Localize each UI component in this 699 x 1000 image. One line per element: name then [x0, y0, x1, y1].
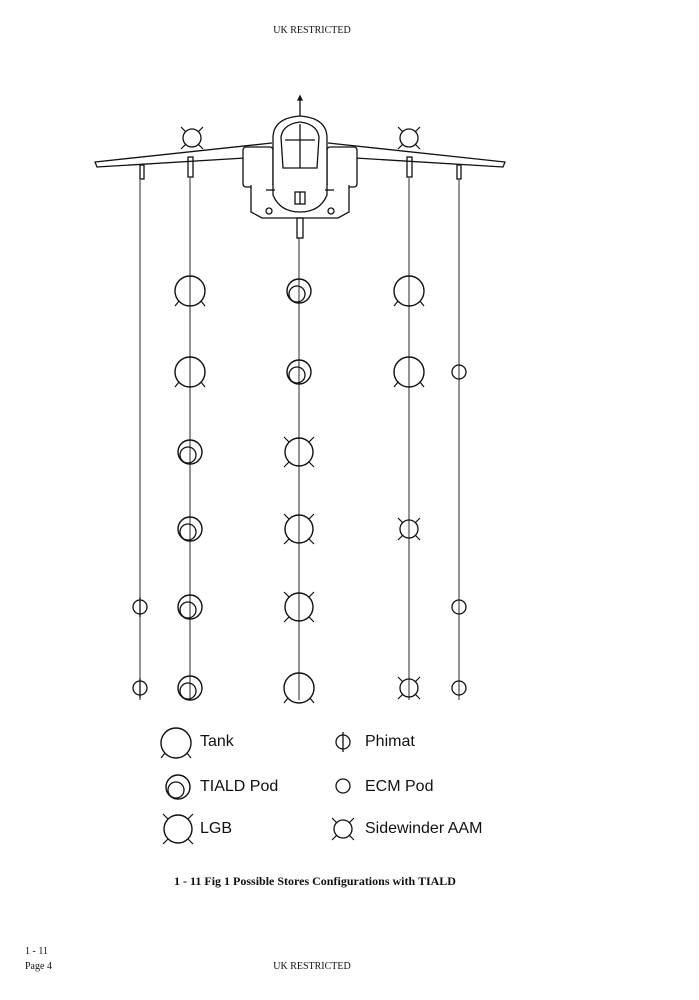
- legend-aam-symbol: [331, 817, 355, 841]
- footer-classification: UK RESTRICTED: [273, 961, 351, 972]
- legend-tank-symbol: [160, 727, 192, 759]
- legend-lgb-symbol: [162, 813, 194, 845]
- legend-tank-label: Tank: [200, 733, 234, 750]
- station-lines: [139, 178, 460, 700]
- aircraft-front-view: [94, 94, 506, 239]
- legend-aam-label: Sidewinder AAM: [365, 820, 483, 837]
- legend-tiald-label: TIALD Pod: [200, 778, 279, 795]
- legend-lgb-label: LGB: [200, 820, 233, 837]
- left-outboard-store-phimat: [132, 596, 148, 618]
- legend-ecm-label: ECM Pod: [365, 778, 434, 795]
- legend-phimat-label: Phimat: [365, 733, 415, 750]
- stores-layer: [132, 275, 467, 704]
- legend-ecm-symbol: [335, 778, 351, 794]
- left-outboard-store-phimat: [132, 677, 148, 699]
- legend-phimat-symbol: [335, 731, 351, 753]
- page-section: 1 - 11: [25, 946, 48, 957]
- header-classification: UK RESTRICTED: [273, 25, 351, 36]
- figure-caption: 1 - 11 Fig 1 Possible Stores Configurati…: [174, 874, 456, 888]
- legend-tiald-symbol: [165, 774, 191, 800]
- page-number: Page 4: [25, 961, 52, 972]
